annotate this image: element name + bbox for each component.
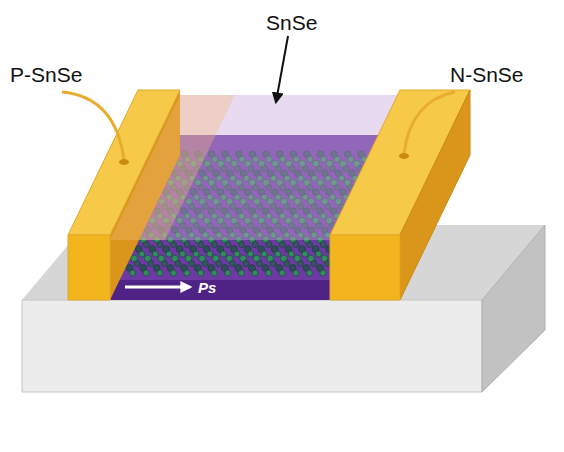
lattice-atom [266, 242, 272, 248]
lattice-atom [293, 270, 299, 276]
substrate-front [22, 300, 482, 392]
polarization-arrow [125, 286, 190, 289]
polarization-label: Ps [198, 280, 216, 295]
ferroelectric-front [110, 280, 330, 300]
lattice-atom [193, 251, 199, 257]
lattice-atom [229, 261, 235, 267]
lattice-atom [216, 261, 222, 267]
lattice-atom [175, 261, 181, 267]
lattice-atom [170, 270, 176, 276]
lattice-atom [198, 270, 204, 276]
lattice-atom [134, 261, 140, 267]
lattice-atom [288, 251, 294, 257]
lattice-atom [184, 270, 190, 276]
lattice-atom [320, 270, 326, 276]
lattice-atom [302, 251, 308, 257]
lattice-atom [166, 251, 172, 257]
lattice-atom [307, 242, 313, 248]
lattice-atom [220, 251, 226, 257]
lattice-atom [225, 270, 231, 276]
lattice-atom [311, 261, 317, 267]
lattice-atom [139, 251, 145, 257]
electrode-front [330, 235, 400, 300]
part-label: SnSe [266, 12, 317, 33]
p-doped-overlay [110, 95, 235, 240]
lattice-atom [207, 251, 213, 257]
lattice-atom [275, 251, 281, 257]
lattice-atom [279, 242, 285, 248]
lattice-atom [320, 242, 326, 248]
lattice-atom [266, 270, 272, 276]
lattice-atom [161, 261, 167, 267]
lattice-atom [157, 242, 163, 248]
lattice-atom [143, 270, 149, 276]
lattice-atom [148, 261, 154, 267]
lattice-atom [239, 242, 245, 248]
lattice-atom [297, 261, 303, 267]
lattice-atom [184, 242, 190, 248]
electrode-outer-side [400, 90, 470, 300]
lattice-atom [261, 251, 267, 257]
lattice-atom [171, 242, 177, 248]
lattice-atom [157, 270, 163, 276]
lattice-atom [257, 261, 263, 267]
lattice-atom [189, 261, 195, 267]
lattice-atom [180, 251, 186, 257]
lattice-atom [198, 242, 204, 248]
lattice-atom [252, 270, 258, 276]
lattice-atom [252, 242, 258, 248]
lattice-atom [234, 251, 240, 257]
contact-pad [119, 159, 129, 165]
lattice-atom [284, 261, 290, 267]
lattice-atom [279, 270, 285, 276]
contact-pad [399, 153, 409, 159]
lattice-atom [211, 270, 217, 276]
part-label: P-SnSe [10, 64, 82, 85]
lattice-atom [243, 261, 249, 267]
part-label: N-SnSe [450, 64, 524, 85]
lattice-atom [225, 242, 231, 248]
lattice-atom [293, 242, 299, 248]
contact-wire [62, 92, 124, 160]
lattice-atom [248, 251, 254, 257]
lattice-atom [238, 270, 244, 276]
lattice-atom [306, 270, 312, 276]
lattice-atom [211, 242, 217, 248]
lattice-atom [152, 251, 158, 257]
lattice-atom [143, 242, 149, 248]
lattice-atom [130, 270, 136, 276]
contact-wire [404, 92, 455, 154]
pointer-arrow [276, 36, 288, 102]
lattice-atom [202, 261, 208, 267]
lattice-atom [316, 251, 322, 257]
lattice-atom [270, 261, 276, 267]
substrate-side [482, 225, 545, 392]
electrode-front [68, 235, 110, 300]
